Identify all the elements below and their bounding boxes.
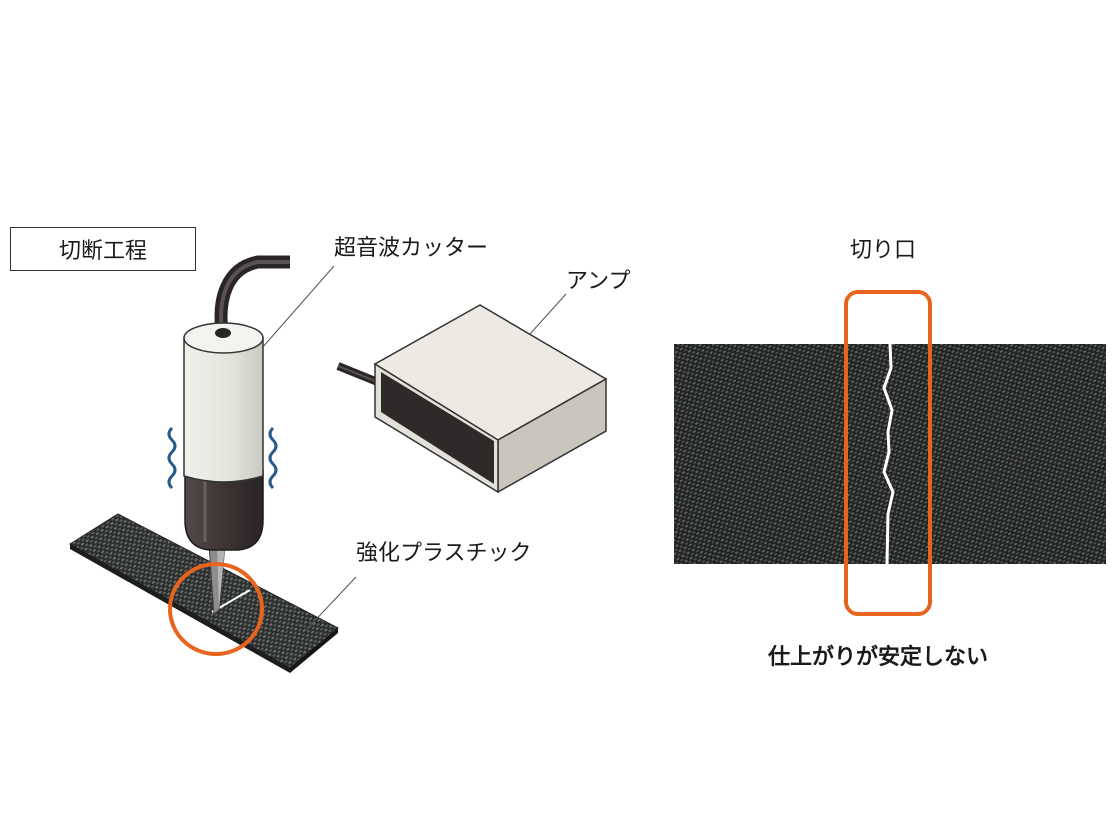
- plastic-strip: [69, 513, 339, 673]
- process-label: 切断工程: [10, 227, 196, 271]
- material-label: 強化プラスチック: [356, 541, 532, 566]
- cutter-cable: [214, 255, 290, 333]
- amplifier: [336, 304, 608, 494]
- highlight-rect-icon: [844, 290, 932, 616]
- cutter-label: 超音波カッター: [334, 236, 489, 261]
- result-caption: 仕上がりが安定しない: [768, 645, 989, 670]
- cut-edge-label: 切り口: [850, 238, 917, 263]
- leader-line-material: [305, 576, 357, 631]
- leader-line-amp: [529, 293, 567, 335]
- vibration-wave-icon: [268, 426, 278, 490]
- leader-line-cutter: [261, 265, 335, 349]
- amp-label: アンプ: [566, 269, 631, 294]
- vibration-wave-icon: [167, 426, 177, 490]
- cut-closeup: [674, 343, 1106, 565]
- jagged-cut-line: [882, 343, 895, 565]
- highlight-circle-icon: [168, 562, 264, 656]
